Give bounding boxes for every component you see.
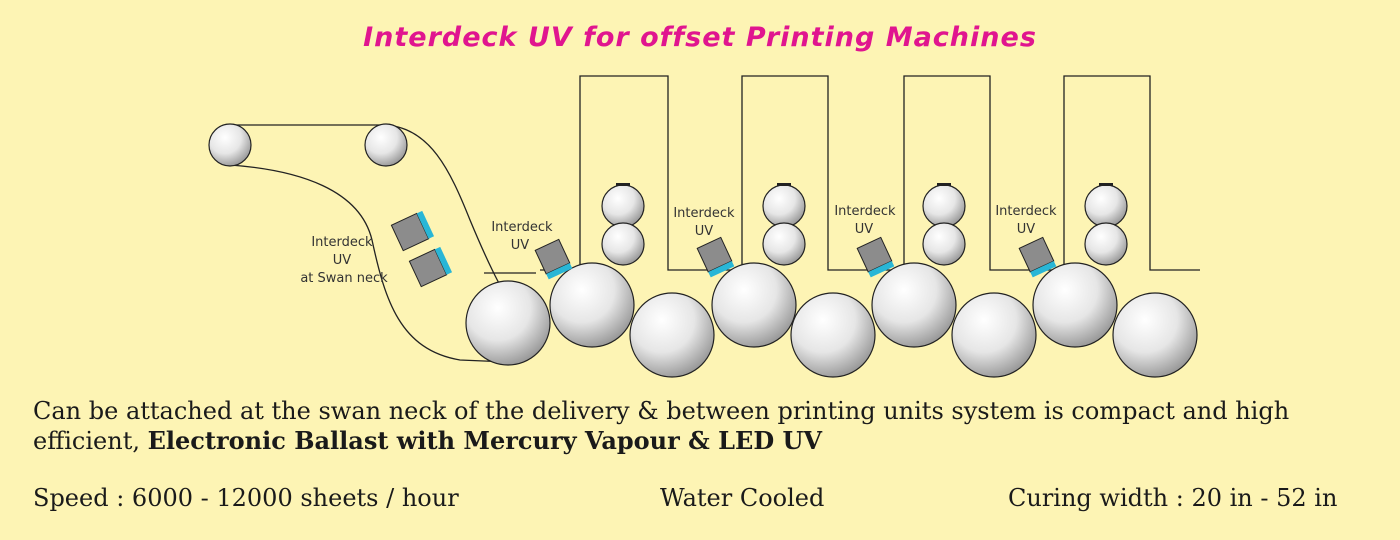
plate-roller bbox=[922, 222, 966, 266]
label-unit-2: Interdeck UV bbox=[673, 206, 738, 239]
impression-cylinder bbox=[1032, 262, 1118, 348]
transfer-cylinder bbox=[790, 292, 876, 378]
description-text: Can be attached at the swan neck of the … bbox=[33, 397, 1290, 455]
swan-neck-delivery bbox=[229, 124, 536, 363]
press-diagram: Interdeck UV at Swan neck Interdeck UV I… bbox=[208, 75, 1200, 378]
uv-lamp-unit-1 bbox=[534, 238, 573, 280]
label-line: Interdeck bbox=[834, 204, 896, 219]
transfer-cylinder bbox=[951, 292, 1037, 378]
delivery-roller-right bbox=[364, 123, 408, 167]
label-line: UV bbox=[333, 253, 352, 268]
plate-roller bbox=[601, 184, 645, 228]
impression-cylinder bbox=[549, 262, 635, 348]
impression-cylinders bbox=[465, 262, 1198, 378]
diagram-title: Interdeck UV for offset Printing Machine… bbox=[363, 22, 1037, 53]
plate-roller bbox=[601, 222, 645, 266]
label-line: Interdeck bbox=[995, 204, 1057, 219]
transfer-cylinder bbox=[465, 280, 551, 366]
label-line: UV bbox=[511, 238, 530, 253]
description: Can be attached at the swan neck of the … bbox=[33, 396, 1383, 456]
label-unit-1: Interdeck UV bbox=[491, 220, 556, 253]
uv-lamp-swan-neck-2 bbox=[408, 246, 453, 288]
plate-roller bbox=[762, 184, 806, 228]
label-unit-3: Interdeck UV bbox=[834, 204, 899, 237]
label-line: UV bbox=[695, 224, 714, 239]
label-line: Interdeck bbox=[491, 220, 553, 235]
chain-top bbox=[230, 124, 501, 286]
label-line: UV bbox=[855, 222, 874, 237]
description-highlight: Electronic Ballast with Mercury Vapour &… bbox=[147, 426, 823, 455]
uv-lamp-unit-4 bbox=[1018, 236, 1057, 278]
uv-lamp-unit-3 bbox=[856, 236, 895, 278]
spec-curing-width: Curing width : 20 in - 52 in bbox=[1008, 484, 1338, 512]
transfer-cylinder bbox=[1112, 292, 1198, 378]
label-line: UV bbox=[1017, 222, 1036, 237]
delivery-roller-left bbox=[208, 123, 252, 167]
chain-bottom bbox=[229, 164, 509, 363]
label-line: at Swan neck bbox=[300, 271, 388, 286]
plate-roller bbox=[1084, 222, 1128, 266]
label-swan-neck: Interdeck UV at Swan neck bbox=[300, 235, 388, 286]
label-line: Interdeck bbox=[673, 206, 735, 221]
spec-cooling: Water Cooled bbox=[660, 484, 825, 512]
plate-roller bbox=[1084, 184, 1128, 228]
impression-cylinder bbox=[871, 262, 957, 348]
label-line: Interdeck bbox=[311, 235, 373, 250]
plate-roller bbox=[922, 184, 966, 228]
plate-roller bbox=[762, 222, 806, 266]
spec-speed: Speed : 6000 - 12000 sheets / hour bbox=[33, 484, 459, 512]
roller-caps bbox=[616, 183, 1113, 186]
uv-lamp-swan-neck-1 bbox=[390, 210, 435, 252]
impression-cylinder bbox=[711, 262, 797, 348]
label-unit-4: Interdeck UV bbox=[995, 204, 1060, 237]
uv-lamp-unit-2 bbox=[696, 236, 735, 278]
transfer-cylinder bbox=[629, 292, 715, 378]
